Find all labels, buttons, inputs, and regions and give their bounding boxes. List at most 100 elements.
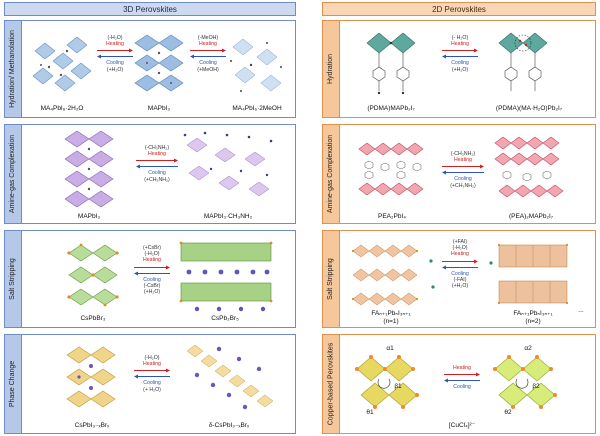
add-label: (+CsBr) (142, 245, 161, 251)
structure-pdma-mapb2i7 (366, 32, 416, 54)
compound-label: CsPbI₃₋ₓBrₓ (74, 422, 110, 429)
arrow-set-copper: Heating Cooling (443, 365, 481, 390)
structure-mapbi3 (134, 34, 184, 92)
compound-label: δ-CsPbI₃₋ₓBrₓ (208, 422, 250, 429)
heating-label: Heating (143, 361, 161, 368)
reverse-arrow (135, 164, 179, 169)
forward-arrow (441, 164, 485, 169)
structure-n1 (352, 244, 418, 306)
reverse-arrow (441, 265, 479, 270)
alpha2-label: α2 (524, 345, 532, 352)
arrow-set-ch3nh2: (-CH₃NH₂) Heating Cooling (+CH₃NH₂) (135, 145, 179, 183)
panel-2d-copper: Copper-based Perovskites α1 β1 θ1 α2 β2 … (322, 334, 596, 434)
structure-pea2pbi4 (358, 142, 424, 196)
forward-arrow (443, 372, 481, 377)
side-tab: Amine-gas Complexation (5, 125, 22, 223)
cooling-label: Cooling (453, 384, 471, 391)
heating-label: Heating (451, 251, 469, 258)
layer-count-label: (n=1) (383, 318, 399, 325)
column-header-2d: 2D Perovskites (322, 2, 596, 16)
side-tab: Copper-based Perovskites (323, 335, 340, 433)
side-tab: Phase Change (5, 335, 22, 433)
forward-arrow (133, 368, 171, 373)
structure-ma4pbi6-2meoh (232, 38, 282, 92)
heating-label: Heating (451, 41, 469, 48)
structure-cucl4-left (356, 356, 418, 408)
reverse-arrow (133, 271, 171, 276)
add-label: (+MeOH) (197, 66, 219, 73)
compound-label: MAPbI₃·CH₃NH₂ (203, 213, 253, 220)
reverse-arrow (189, 54, 227, 59)
cooling-label: Cooling (106, 60, 124, 67)
column-header-3d: 3D Perovskites (4, 2, 296, 16)
structure-cspbbr3 (68, 244, 118, 306)
beta2-label: β2 (532, 383, 540, 390)
reverse-arrow (443, 378, 481, 383)
remove-label: (-FAI) (453, 276, 467, 283)
theta1-label: θ1 (366, 409, 374, 416)
remove-label: (-H₂O) (144, 251, 160, 258)
reverse-arrow (441, 54, 479, 59)
remove-label: (-CsBr) (143, 282, 161, 289)
cooling-label: Cooling (454, 176, 472, 183)
reverse-arrow (133, 374, 171, 379)
side-tab: Salt Stripping (5, 231, 22, 327)
salt-2d-structures (351, 243, 569, 306)
heating-label: Heating (199, 41, 217, 48)
compound-label: (PDMA)MAPb₂I₇ (367, 105, 415, 112)
arrow-set-meoh: (-MeOH) Heating Cooling (+MeOH) (189, 35, 227, 73)
panel-3d-amine: Amine-gas Complexation (-CH₃NH₂) Heating… (4, 124, 296, 224)
hydration-2d-structures (366, 32, 548, 95)
remove-label: (-H₂O) (107, 35, 123, 41)
structure-pdma-ma-h2o (498, 32, 548, 54)
arrow-set-csbr: (+CsBr) (-H₂O) Heating Cooling (-CsBr) (… (133, 245, 171, 295)
cooling-label: Cooling (199, 60, 217, 67)
add-label: (+CH₃NH₂) (144, 176, 170, 183)
side-tab: Hydration/ Methanolation (5, 21, 22, 117)
heating-label: Heating (454, 157, 472, 164)
compound-label: PEA₂PbI₄ (378, 213, 406, 220)
remove-label: (-CH₃NH₂) (144, 145, 170, 151)
structure-delta-cspbi3-xbrx (186, 344, 274, 408)
structure-ma4pbi6-2h2o (32, 36, 92, 92)
arrow-set-ch3nh2: (-CH₃NH₂) Heating Cooling (+CH₃NH₂) (441, 151, 485, 189)
compound-label: MA₄PbI₆·2MeOH (232, 105, 282, 112)
cooling-label: Cooling (143, 380, 161, 387)
structure-mapbi3-ch3nh2 (186, 137, 270, 197)
remove-label: (-H₂O) (452, 245, 468, 252)
pdma-spacer (372, 53, 410, 91)
heating-label: Heating (143, 257, 161, 264)
hydration-3d-structures (32, 34, 282, 92)
add-label: (+H₂O) (143, 289, 161, 296)
side-tab: Amine-gas Complexation (323, 125, 340, 223)
amine-3d-structures (64, 130, 273, 208)
structure-cspb2br5 (179, 241, 273, 312)
compound-label: MAPbI₃ (77, 213, 101, 220)
heating-label: Heating (148, 151, 166, 158)
heating-label: Heating (106, 41, 124, 48)
compound-label: (PDMA)(MA·H₂O)Pb₂I₇ (495, 105, 563, 112)
structure-mapbi3 (64, 130, 114, 208)
arrow-set-fai: (+FAI) (-H₂O) Heating Cooling (-FAI) (+H… (441, 239, 479, 289)
layer-count-label: (n=2) (525, 318, 541, 325)
panel-2d-salt: Salt Stripping (+FAI) (-H₂O) Heating Coo… (322, 230, 596, 328)
compound-label: FAₙ₊₁PbₙI₃ₙ₊₁ (513, 310, 553, 317)
copper-2d-structures (355, 355, 557, 409)
structure-cucl4-right (494, 356, 556, 408)
compound-label: [CuCl₄]²⁻ (448, 422, 476, 429)
compound-label: FAₙ₊₁PbₙI₃ₙ₊₁ (371, 310, 411, 317)
add-label: (+H₂O) (451, 66, 469, 73)
phase-3d-structures (66, 344, 274, 410)
cooling-label: Cooling (451, 60, 469, 67)
forward-arrow (135, 158, 179, 163)
add-label: (+H₂O) (106, 66, 124, 73)
alpha1-label: α1 (386, 345, 394, 352)
panel-2d-hydration: Hydration (- H₂O) Heating Cooling (+H₂O)… (322, 20, 596, 118)
forward-arrow (189, 48, 227, 53)
beta1-label: β1 (394, 383, 402, 390)
side-tab: Salt Stripping (323, 231, 340, 327)
compound-label: (PEA)₂MAPb₂I₇ (508, 213, 554, 220)
forward-arrow (441, 259, 479, 264)
reverse-arrow (441, 170, 485, 175)
add-label: (+H₂O) (451, 283, 469, 290)
